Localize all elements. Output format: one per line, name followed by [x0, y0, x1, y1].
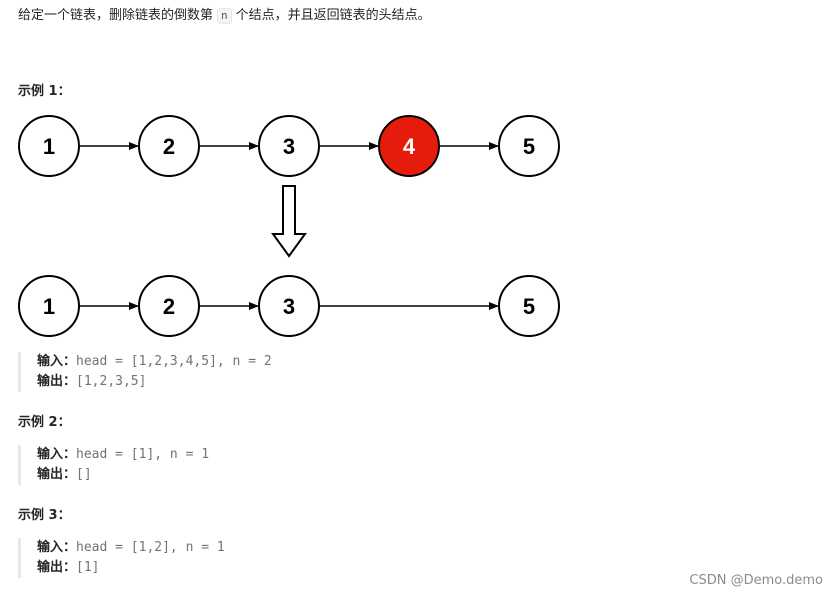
down-arrow-icon — [271, 185, 307, 258]
example-3-block: 输入：head = [1,2], n = 1 输出：[1] — [18, 538, 225, 578]
example-2-input-row: 输入：head = [1], n = 1 — [37, 445, 209, 465]
description-text-before: 给定一个链表，删除链表的倒数第 — [18, 8, 214, 23]
example-3-title: 示例 3： — [18, 508, 71, 523]
top-node-2: 2 — [138, 115, 200, 177]
bottom-node-3-label: 3 — [283, 294, 295, 319]
example-3-input-row: 输入：head = [1,2], n = 1 — [37, 538, 225, 558]
example-3-output-row: 输出：[1] — [37, 558, 225, 578]
example-2-output-label: 输出： — [37, 467, 77, 482]
top-node-1: 1 — [18, 115, 80, 177]
bottom-node-1-label: 1 — [43, 294, 55, 319]
example-2-input-value: head = [1], n = 1 — [76, 447, 210, 462]
bottom-node-2: 2 — [138, 275, 200, 337]
top-node-2-label: 2 — [163, 134, 175, 159]
example-1-output-label: 输出： — [37, 374, 77, 389]
top-node-5-label: 5 — [523, 134, 535, 159]
n-inline-code: n — [217, 8, 232, 24]
example-1-title: 示例 1： — [18, 84, 71, 99]
example-3-input-label: 输入： — [37, 540, 77, 555]
top-node-3-label: 3 — [283, 134, 295, 159]
top-node-4-removed: 4 — [378, 115, 440, 177]
top-node-4-label: 4 — [403, 134, 416, 159]
linked-list-diagram: 1 2 3 4 5 1 2 3 5 — [18, 115, 560, 337]
top-node-1-label: 1 — [43, 134, 55, 159]
top-node-3: 3 — [258, 115, 320, 177]
example-1-output-value: [1,2,3,5] — [76, 374, 147, 389]
example-3-input-value: head = [1,2], n = 1 — [76, 540, 225, 555]
example-1-input-row: 输入：head = [1,2,3,4,5], n = 2 — [37, 352, 272, 372]
example-2-input-label: 输入： — [37, 447, 77, 462]
example-2-block: 输入：head = [1], n = 1 输出：[] — [18, 445, 209, 485]
top-node-5: 5 — [498, 115, 560, 177]
example-1-input-label: 输入： — [37, 354, 77, 369]
bottom-node-1: 1 — [18, 275, 80, 337]
example-2-output-value: [] — [76, 467, 92, 482]
example-2-title: 示例 2： — [18, 415, 71, 430]
bottom-node-5-label: 5 — [523, 294, 535, 319]
example-1-output-row: 输出：[1,2,3,5] — [37, 372, 272, 392]
example-1-input-value: head = [1,2,3,4,5], n = 2 — [76, 354, 272, 369]
example-3-output-value: [1] — [76, 560, 100, 575]
bottom-node-3: 3 — [258, 275, 320, 337]
bottom-node-2-label: 2 — [163, 294, 175, 319]
bottom-node-5: 5 — [498, 275, 560, 337]
example-1-block: 输入：head = [1,2,3,4,5], n = 2 输出：[1,2,3,5… — [18, 352, 272, 392]
watermark: CSDN @Demo.demo — [689, 573, 823, 588]
example-3-output-label: 输出： — [37, 560, 77, 575]
description-text-after: 个结点，并且返回链表的头结点。 — [235, 8, 431, 23]
example-2-output-row: 输出：[] — [37, 465, 209, 485]
